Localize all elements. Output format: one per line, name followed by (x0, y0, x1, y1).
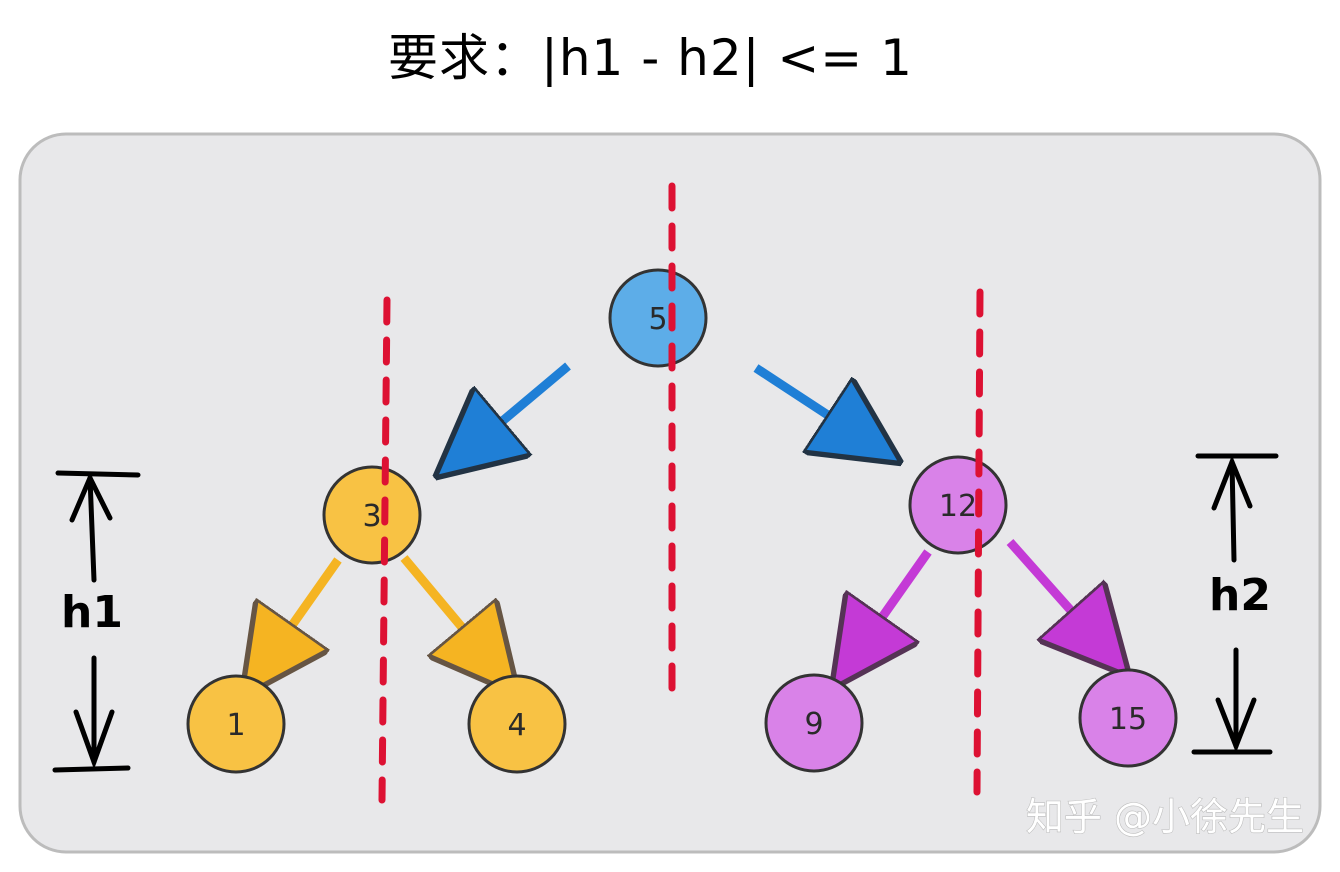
node-root (608, 268, 708, 368)
edge-12-9 (852, 549, 932, 660)
node-right-label: 12 (939, 489, 977, 524)
dashed-line-right (973, 288, 984, 796)
diagram-panel (18, 132, 1322, 854)
node-left-left-label: 1 (226, 708, 245, 743)
node-root-label: 5 (648, 302, 667, 337)
height-label-right: h2 (1209, 570, 1271, 621)
edge-12-15 (1006, 539, 1106, 650)
node-left-right (467, 674, 567, 774)
height-indicator-right (1191, 453, 1279, 755)
node-right-left (764, 673, 864, 773)
edge-3-1 (262, 557, 342, 668)
page-title: 要求：|h1 - h2| <= 1 (388, 29, 913, 87)
edge-3-4 (400, 555, 496, 668)
node-right-right (1078, 668, 1178, 768)
node-right-right-label: 15 (1109, 702, 1147, 737)
watermark: 知乎 @小徐先生 (1026, 795, 1304, 839)
node-right-left-label: 9 (804, 707, 823, 742)
edge-5-12 (753, 364, 872, 444)
node-left-left (186, 674, 286, 774)
dashed-line-left (378, 296, 391, 804)
node-left-right-label: 4 (507, 708, 526, 743)
node-left (322, 465, 422, 565)
height-indicator-left (52, 470, 141, 773)
node-left-label: 3 (362, 499, 381, 534)
node-right (908, 455, 1008, 555)
height-label-left: h1 (61, 587, 123, 638)
edge-5-3 (462, 362, 571, 455)
